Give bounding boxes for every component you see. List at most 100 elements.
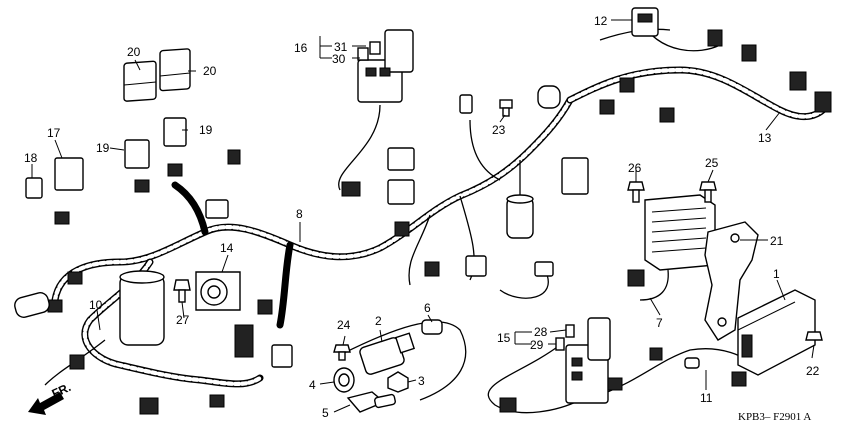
callout-16: 16: [294, 41, 308, 55]
callout-12: 12: [594, 14, 608, 28]
bolt-25: [699, 181, 717, 203]
callout-4: 4: [309, 378, 316, 392]
front-direction-arrow-icon: [28, 392, 64, 415]
connector-lower-4: [271, 344, 293, 368]
cap-4: [333, 367, 355, 393]
connector-left-1: [134, 179, 150, 193]
callout-29: 29: [530, 338, 544, 352]
fuse-box-15: [565, 317, 611, 404]
connector-right-5: [659, 107, 675, 123]
main-wire-harness: [51, 66, 829, 388]
condenser-left: [119, 270, 165, 346]
connector-center-7: [465, 255, 487, 277]
callout-14: 14: [220, 241, 234, 255]
relay-17: [54, 157, 84, 191]
callout-23: 23: [492, 123, 506, 137]
callout-19b: 19: [199, 123, 213, 137]
connector-left-7: [139, 397, 159, 415]
connector-lower-3: [649, 347, 663, 361]
connector-center-5: [537, 85, 561, 109]
bracket-21: [704, 221, 759, 341]
callout-7: 7: [656, 316, 663, 330]
fuse-29: [555, 337, 565, 351]
connector-center-3: [341, 181, 361, 197]
regulator-rectifier-7: [644, 194, 716, 271]
callout-31: 31: [334, 40, 348, 54]
connector-left-8: [209, 394, 225, 408]
nut-3: [387, 371, 409, 393]
connector-right-3: [789, 71, 807, 91]
fuse-30: [357, 47, 369, 61]
connector-lower-5: [234, 324, 254, 358]
callout-6: 6: [424, 301, 431, 315]
callout-30: 30: [332, 52, 346, 66]
connector-center-2: [387, 179, 415, 205]
connector-right-6: [619, 77, 635, 93]
connector-center-1: [387, 147, 415, 171]
connector-center-6: [561, 157, 589, 195]
callout-26: 26: [628, 161, 642, 175]
relay-boxes: [123, 48, 191, 102]
callout-8: 8: [296, 207, 303, 221]
callout-5: 5: [322, 406, 329, 420]
callout-13: 13: [758, 131, 772, 145]
connector-lower-2: [607, 377, 623, 391]
bolt-27: [173, 279, 191, 303]
callout-25: 25: [705, 156, 719, 170]
condenser-small-left: [14, 292, 50, 318]
fuse-28: [565, 324, 575, 338]
thin-wires: [44, 19, 761, 414]
fuse-31: [369, 41, 381, 55]
connector-12: [631, 7, 659, 37]
callout-27: 27: [176, 313, 190, 327]
condenser-center: [506, 194, 534, 239]
connector-center-4: [459, 94, 473, 114]
bolt-26: [627, 181, 645, 203]
ignition-coil-2: [359, 332, 416, 375]
callout-15: 15: [497, 331, 511, 345]
callout-20b: 20: [203, 64, 217, 78]
wire-6: [421, 319, 443, 335]
callout-10: 10: [89, 298, 103, 312]
connector-right-2: [741, 44, 757, 62]
relay-19b: [163, 117, 187, 147]
control-unit-1: [737, 289, 816, 376]
connector-lower-6: [257, 299, 273, 315]
connector-left-9: [205, 199, 229, 219]
callout-22: 22: [806, 364, 820, 378]
leader-lines: [31, 19, 815, 413]
connector-lower-1: [499, 397, 517, 413]
connector-left-2: [167, 163, 183, 177]
connector-center-8: [534, 261, 554, 277]
callout-17: 17: [47, 126, 61, 140]
diagram-code: KPB3– F2901 A: [738, 411, 811, 423]
connector-right-4: [814, 91, 832, 113]
relay-19a: [124, 139, 150, 169]
connector-left-5: [47, 299, 63, 313]
connector-left-3: [54, 211, 70, 225]
connector-1: [731, 371, 747, 387]
switch-block-16: [357, 29, 414, 103]
connector-right-1: [707, 29, 723, 47]
connector-left-4: [67, 271, 83, 285]
connector-18: [25, 177, 43, 199]
callout-24: 24: [337, 318, 351, 332]
horn-14: [195, 271, 241, 311]
connector-left-10: [227, 149, 241, 165]
callout-11: 11: [700, 391, 713, 405]
bolt-22: [805, 331, 823, 341]
callout-28: 28: [534, 325, 548, 339]
connector-11: [684, 357, 700, 369]
callout-3: 3: [418, 374, 425, 388]
connector-left-6: [69, 354, 85, 370]
plug-cap-5: [346, 391, 396, 413]
callout-18: 18: [24, 151, 38, 165]
connector-center-9: [394, 221, 410, 237]
connector-right-7: [599, 99, 615, 115]
bolt-23: [499, 99, 513, 117]
callout-20a: 20: [127, 45, 141, 59]
connector-7: [627, 269, 645, 287]
connector-center-10: [424, 261, 440, 277]
callout-2: 2: [375, 314, 382, 328]
